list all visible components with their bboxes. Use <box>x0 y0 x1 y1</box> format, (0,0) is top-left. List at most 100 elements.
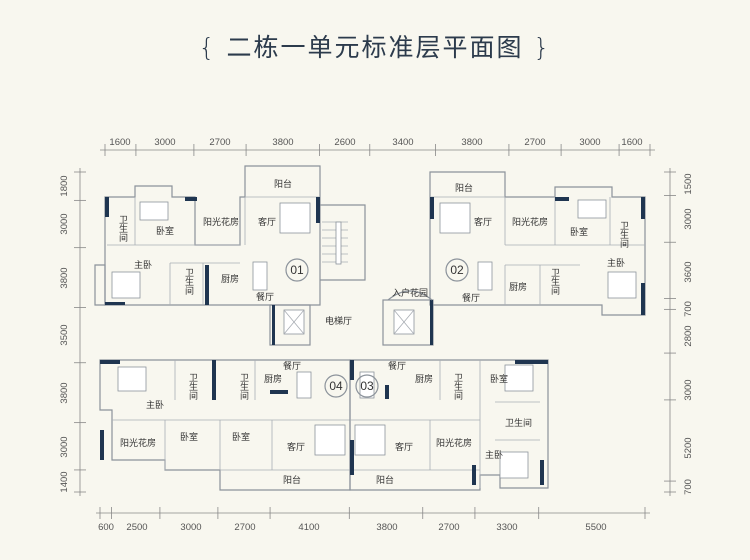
room-label: 厨房 <box>221 273 239 285</box>
room-label: 主卧 <box>607 257 625 269</box>
room-label: 入户花园 <box>392 287 428 299</box>
stairs-icon <box>322 221 348 265</box>
dim-bottom: 600 <box>98 522 114 533</box>
room-label: 阳台 <box>376 474 394 486</box>
room-label: 阳光花房 <box>120 437 156 449</box>
core-walls <box>269 204 434 346</box>
dim-top: 2700 <box>524 137 545 148</box>
unit-number-03: 03 <box>360 379 374 393</box>
dim-left: 3500 <box>59 324 70 345</box>
dim-top: 1600 <box>109 137 130 148</box>
dim-top: 3000 <box>579 137 600 148</box>
dim-right: 5200 <box>683 437 694 458</box>
dim-right: 3000 <box>683 208 694 229</box>
room-label: 客厅 <box>395 441 413 453</box>
dim-bottom: 2700 <box>438 522 459 533</box>
unit-04-walls <box>99 359 351 491</box>
unit-01-walls <box>94 165 321 306</box>
room-label: 主卧 <box>134 259 152 271</box>
room-label: 客厅 <box>287 441 305 453</box>
room-label: 卫生间 <box>618 221 629 249</box>
room-label: 客厅 <box>258 216 276 228</box>
room-label: 厨房 <box>509 281 527 293</box>
room-label: 卫生间 <box>238 373 249 401</box>
room-label: 卫生间 <box>117 215 128 243</box>
dim-left: 1400 <box>59 471 70 492</box>
top-dimensions: 1600 3000 2700 3800 2600 3400 3800 2700 … <box>109 137 642 148</box>
room-label: 餐厅 <box>256 291 274 303</box>
unit-01-labels: 阳台 卧室 阳光花房 客厅 卫生间 主卧 卫生间 厨房 餐厅 电梯厅 <box>117 178 352 327</box>
dim-bottom: 4100 <box>298 522 319 533</box>
room-label: 厨房 <box>415 373 433 385</box>
room-label: 卧室 <box>180 431 198 443</box>
room-label: 餐厅 <box>388 360 406 372</box>
dim-right: 700 <box>683 301 694 317</box>
room-label: 阳光花房 <box>512 216 548 228</box>
unit-02-walls <box>429 171 646 316</box>
unit-number-markers: 01 02 04 03 <box>285 258 469 398</box>
dim-top: 3800 <box>272 137 293 148</box>
dim-top: 3000 <box>154 137 175 148</box>
right-dimensions: 1500 3000 3600 700 2800 3000 5200 700 <box>683 173 694 495</box>
dim-left: 1800 <box>59 175 70 196</box>
structural-columns <box>100 197 645 485</box>
room-label: 卧室 <box>232 431 250 443</box>
dim-top: 3400 <box>392 137 413 148</box>
room-label: 卧室 <box>490 373 508 385</box>
room-label: 卫生间 <box>183 268 194 296</box>
dim-bottom: 5500 <box>585 522 606 533</box>
unit-02-labels: 阳台 客厅 阳光花房 卧室 卫生间 主卧 厨房 卫生间 餐厅 入户花园 <box>387 182 629 304</box>
unit-number-02: 02 <box>450 263 464 277</box>
title-open-brace: { <box>198 33 217 62</box>
room-label: 餐厅 <box>283 360 301 372</box>
dim-bottom: 3800 <box>376 522 397 533</box>
room-label: 阳台 <box>455 182 473 194</box>
room-label: 阳台 <box>283 474 301 486</box>
room-label: 阳光花房 <box>203 216 239 228</box>
dim-bottom: 2700 <box>234 522 255 533</box>
dim-bottom: 3300 <box>496 522 517 533</box>
unit-03-walls <box>349 359 549 491</box>
dim-top: 3800 <box>461 137 482 148</box>
elevator-icon <box>393 309 415 335</box>
dim-left: 3800 <box>59 267 70 288</box>
unit-03-labels: 餐厅 厨房 卫生间 卧室 卫生间 客厅 阳光花房 主卧 阳台 <box>376 360 532 486</box>
room-label: 卫生间 <box>452 373 463 401</box>
room-label: 阳台 <box>274 178 292 190</box>
title-close-brace: } <box>533 33 552 62</box>
room-label: 主卧 <box>485 449 503 461</box>
dimension-lines <box>74 144 676 519</box>
dim-right: 2800 <box>683 325 694 346</box>
dim-right: 1500 <box>683 173 694 194</box>
dim-bottom: 3000 <box>180 522 201 533</box>
room-label: 阳光花房 <box>436 437 472 449</box>
unit-number-01: 01 <box>290 263 304 277</box>
dim-left: 3000 <box>59 213 70 234</box>
dim-bottom: 2500 <box>126 522 147 533</box>
dim-right: 700 <box>683 479 694 495</box>
title-text: 二栋一单元标准层平面图 <box>226 33 524 62</box>
elevator-icon <box>283 309 305 335</box>
room-label: 餐厅 <box>462 292 480 304</box>
room-label: 主卧 <box>146 399 164 411</box>
dim-top: 2700 <box>209 137 230 148</box>
unit-number-04: 04 <box>329 379 343 393</box>
page-title: { 二栋一单元标准层平面图 } <box>0 28 750 64</box>
room-label: 卫生间 <box>505 417 532 429</box>
dim-left: 3000 <box>59 436 70 457</box>
dim-top: 1600 <box>621 137 642 148</box>
elevator-hall-label: 电梯厅 <box>325 315 352 327</box>
dim-left: 3800 <box>59 382 70 403</box>
room-label: 卫生间 <box>187 373 198 401</box>
left-dimensions: 1800 3000 3800 3500 3800 3000 1400 <box>59 175 70 492</box>
room-label: 客厅 <box>474 216 492 228</box>
dim-right: 3600 <box>683 261 694 282</box>
dim-top: 2600 <box>334 137 355 148</box>
room-label: 卫生间 <box>549 268 560 296</box>
dim-right: 3000 <box>683 379 694 400</box>
unit-04-labels: 主卧 卫生间 卫生间 厨房 餐厅 阳光花房 卧室 卧室 客厅 阳台 <box>120 360 305 486</box>
room-label: 卧室 <box>570 226 588 238</box>
bottom-dimensions: 600 2500 3000 2700 4100 3800 2700 3300 5… <box>98 522 607 533</box>
room-label: 厨房 <box>264 373 282 385</box>
